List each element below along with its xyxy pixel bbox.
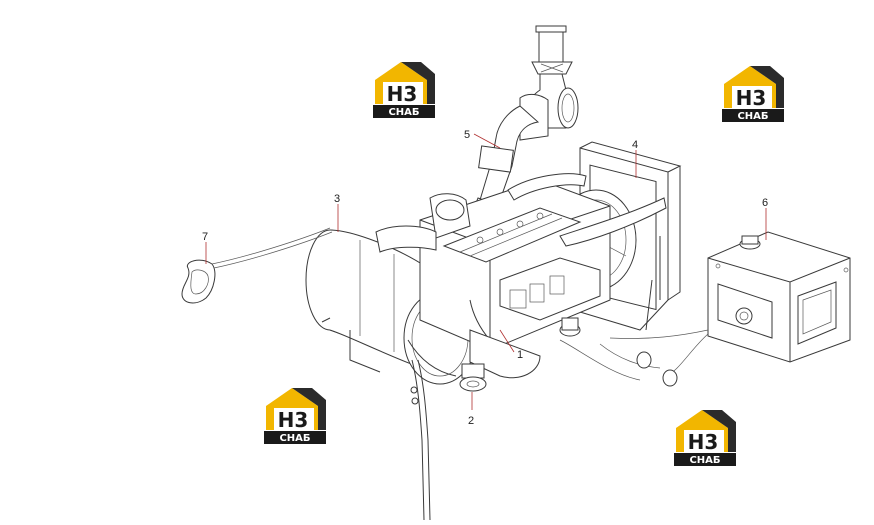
engine-block-part (375, 173, 667, 379)
svg-text:CHAБ: CHAБ (388, 107, 419, 118)
callout-7: 7 (202, 231, 208, 243)
svg-text:H3: H3 (387, 82, 418, 106)
callout-6: 6 (762, 197, 768, 209)
svg-text:H3: H3 (688, 430, 719, 454)
svg-text:CHAБ: CHAБ (279, 433, 310, 444)
watermark-logo-top-right: H3 CHAБ (722, 66, 784, 122)
dipstick-rod (410, 359, 431, 521)
callout-leaders (205, 133, 767, 410)
callout-1: 1 (517, 349, 523, 361)
fuel-tank-part (707, 231, 851, 363)
callout-5: 5 (464, 129, 470, 141)
svg-text:H3: H3 (736, 86, 767, 110)
svg-text:CHAБ: CHAБ (689, 455, 720, 466)
callout-2: 2 (468, 415, 474, 427)
engine-mount-part (459, 363, 487, 392)
callout-3: 3 (334, 193, 340, 205)
watermark-logo-top-left: H3 CHAБ (373, 62, 435, 118)
callout-4: 4 (632, 139, 638, 151)
strap-part (181, 227, 333, 304)
fuel-lines (559, 329, 709, 387)
svg-text:CHAБ: CHAБ (737, 111, 768, 122)
watermark-logo-bottom-right: H3 CHAБ (674, 410, 736, 466)
watermark-logo-bottom-left: H3 CHAБ (264, 388, 326, 444)
svg-text:H3: H3 (278, 408, 309, 432)
